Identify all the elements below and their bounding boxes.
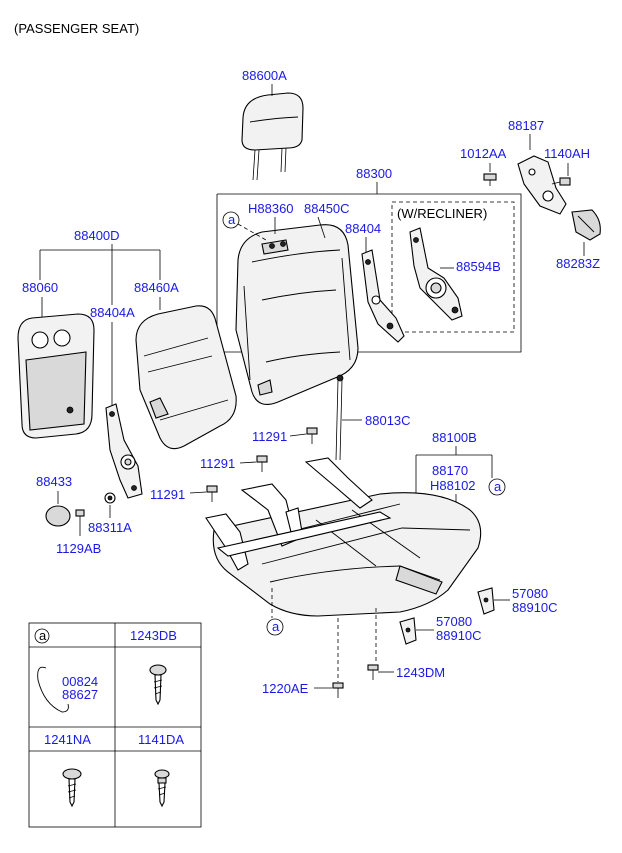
bolt-1140-part [551, 177, 571, 186]
legend-part-88627: 88627 [62, 687, 98, 702]
label-back-bracket: 88404A [90, 305, 135, 320]
knob-part [45, 505, 71, 527]
label-back-board: 88060 [22, 280, 58, 295]
label-handle: 88283Z [556, 256, 600, 271]
bolt-1220ae-part [332, 682, 344, 698]
back-bracket-part [105, 403, 143, 499]
label-bolt-1220ae: 1220AE [262, 681, 309, 696]
label-wire: 88013C [365, 413, 411, 428]
legend-header-1141da: 1141DA [138, 732, 184, 747]
screw-1141da-icon [154, 769, 170, 808]
diagram-title: (PASSENGER SEAT) [14, 21, 139, 36]
label-cover-back: H88360 [248, 201, 294, 216]
label-cushion-cover: H88102 [430, 478, 476, 493]
ref-a-circle-bottom [266, 618, 284, 636]
label-hook-b-1: 57080 [436, 614, 472, 629]
screw-11291-c-part [206, 485, 218, 502]
label-screw-11291-b: 11291 [200, 456, 235, 471]
label-headrest: 88600A [242, 68, 287, 83]
seat-back-cushion-part [235, 224, 359, 405]
seat-cushion-part [212, 492, 482, 617]
label-screw-11291-a: 11291 [252, 429, 287, 444]
label-recliner-arm: 88404 [345, 221, 381, 236]
legend-table [28, 622, 202, 828]
hook-b-part [399, 617, 417, 645]
bolt-1243dm-part [367, 664, 379, 680]
back-frame-part [135, 305, 237, 450]
label-recliner-bracket: 88187 [508, 118, 544, 133]
screw-1243db-icon [149, 664, 167, 706]
legend-ref-a-circle [34, 628, 50, 644]
label-screw-11291-c: 11291 [150, 487, 185, 502]
headrest-part [241, 92, 304, 181]
label-hook-a-2: 88910C [512, 600, 558, 615]
label-with-recliner: (W/RECLINER) [397, 206, 487, 221]
legend-part-00824: 00824 [62, 674, 98, 689]
ref-a-bottom: a [272, 619, 280, 634]
label-back-assy: 88300 [356, 166, 392, 181]
label-recliner-plate: 88594B [456, 259, 501, 274]
recliner-bracket-part [517, 155, 567, 215]
legend-header-1243db: 1243DB [130, 628, 177, 643]
recliner-plate-part [409, 227, 463, 321]
legend-header-a: a [39, 628, 47, 643]
screw-88311-part [104, 492, 116, 504]
back-assy-bracket-box [216, 193, 522, 353]
label-bolt-1243dm: 1243DM [396, 665, 445, 680]
ref-a-back: a [228, 212, 236, 227]
screw-11291-b-part [256, 455, 268, 472]
label-pad-back: 88450C [304, 201, 350, 216]
label-cushion-pad: 88170 [432, 463, 468, 478]
label-bolt-1012: 1012AA [460, 146, 507, 161]
handle-part [571, 209, 601, 241]
ref-a-cushion: a [494, 479, 502, 494]
label-hook-a-1: 57080 [512, 586, 548, 601]
hook-a-part [477, 587, 495, 615]
label-clip: 1129AB [56, 541, 101, 556]
label-back-frame: 88460A [134, 280, 179, 295]
bolt-1012-part [483, 173, 497, 186]
wire-part [335, 374, 344, 461]
screw-11291-a-part [306, 427, 318, 444]
label-hook-b-2: 88910C [436, 628, 482, 643]
ref-a-circle-back [222, 211, 240, 229]
recliner-option-box [391, 201, 515, 333]
ref-a-circle-cushion [488, 478, 506, 496]
label-bolt-1140: 1140AH [544, 146, 590, 161]
seat-frame-part [205, 457, 392, 571]
clip-part [75, 509, 85, 536]
wire-clip-icon [37, 666, 69, 713]
legend-header-1241na: 1241NA [44, 732, 91, 747]
label-knob: 88433 [36, 474, 72, 489]
label-screw-88311: 88311A [88, 520, 132, 535]
label-back-sub-assy: 88400D [74, 228, 120, 243]
screw-1241na-icon [62, 768, 82, 808]
back-board-part [17, 313, 95, 439]
recliner-arm-part [361, 249, 405, 343]
label-cushion-assy: 88100B [432, 430, 477, 445]
